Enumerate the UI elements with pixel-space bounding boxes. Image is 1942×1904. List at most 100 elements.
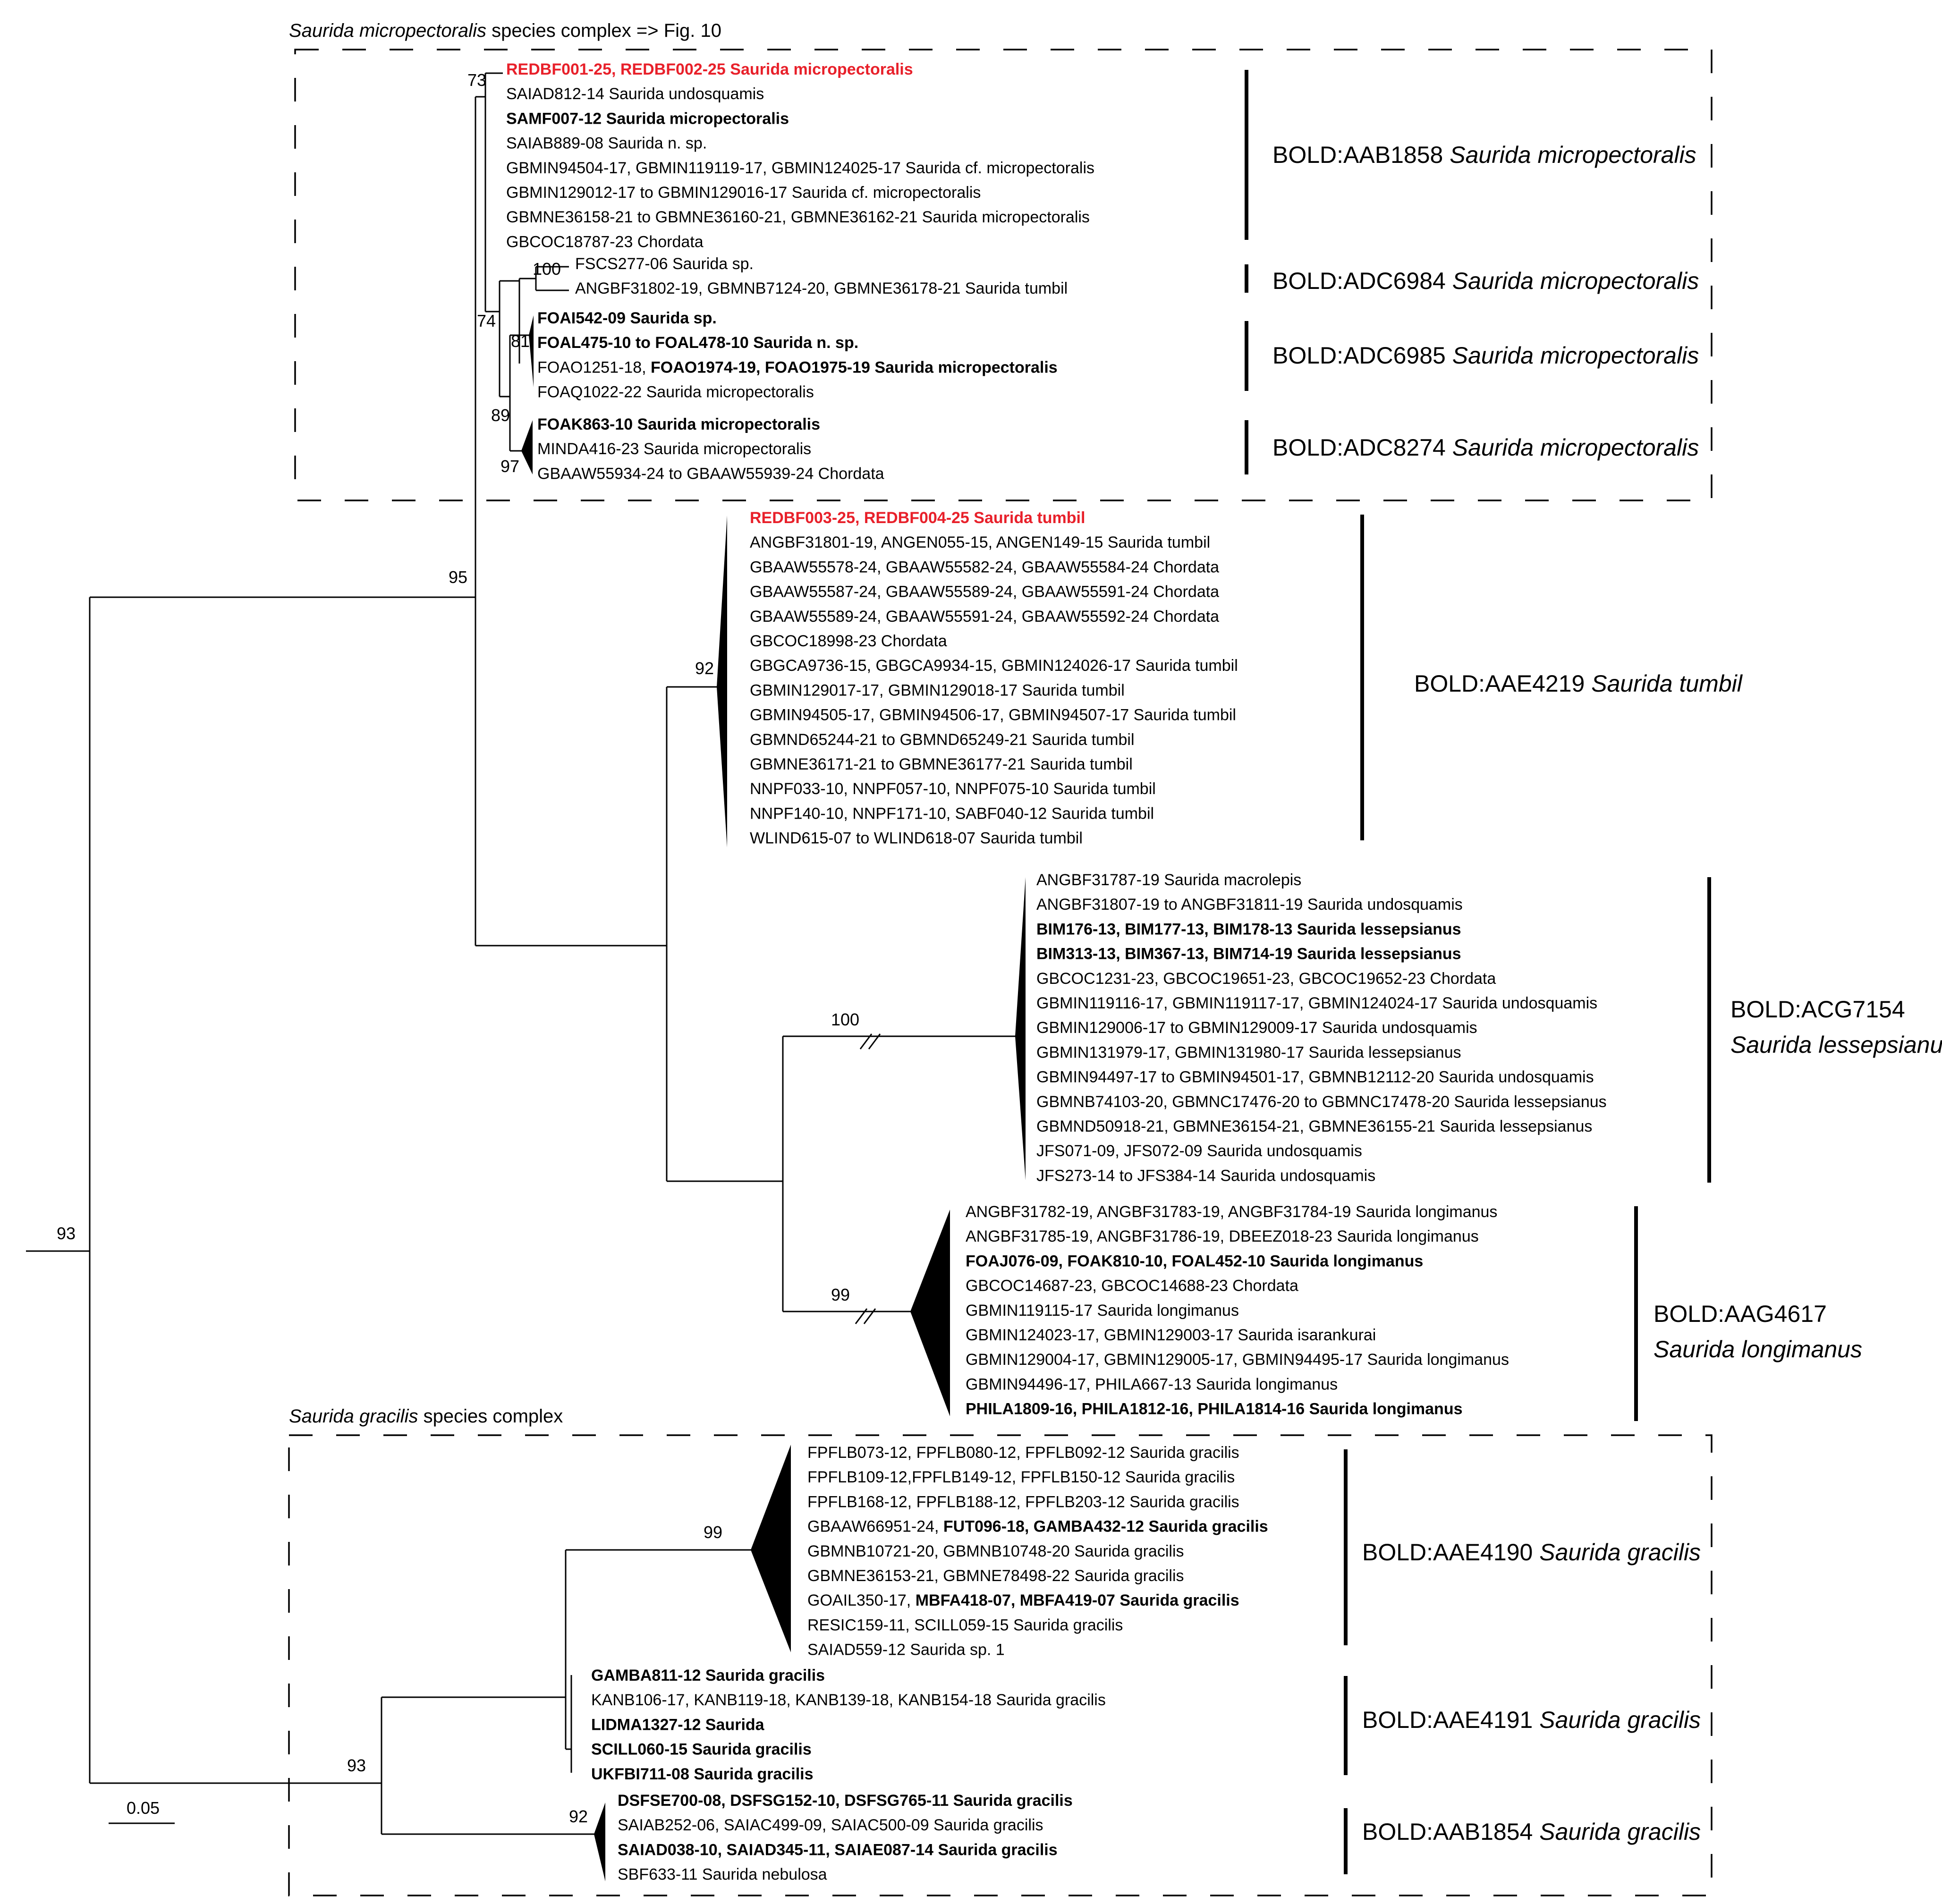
- bootstrap-value: 93: [347, 1756, 366, 1775]
- clade-triangle-adc8274: [521, 420, 533, 474]
- taxon-label-part: SAIAB889-08 Saurida n. sp.: [506, 135, 707, 152]
- taxon-label-part: GBMIN119115-17 Saurida longimanus: [966, 1302, 1239, 1320]
- taxon-label: BIM313-13, BIM367-13, BIM714-19 Saurida …: [1036, 945, 1461, 963]
- taxon-label-part: LIDMA1327-12 Saurida: [591, 1716, 765, 1734]
- taxon-label: SBF633-11 Saurida nebulosa: [618, 1866, 827, 1884]
- taxon-label-part: RESIC159-11, SCILL059-15 Saurida gracili…: [807, 1616, 1123, 1634]
- taxon-label: ANGBF31801-19, ANGEN055-15, ANGEN149-15 …: [750, 533, 1210, 551]
- taxon-label-part: GBMIN129004-17, GBMIN129005-17, GBMIN944…: [966, 1351, 1509, 1369]
- bin-label: BOLD:ADC6985 Saurida micropectoralis: [1272, 342, 1699, 369]
- break-mark-longimanus: [863, 1308, 876, 1324]
- bin-bars: [1245, 70, 1711, 1874]
- taxon-label: FPFLB073-12, FPFLB080-12, FPFLB092-12 Sa…: [807, 1444, 1239, 1462]
- taxon-label-part: GBMNB10721-20, GBMNB10748-20 Saurida gra…: [807, 1542, 1184, 1560]
- taxon-label-part: ANGBF31785-19, ANGBF31786-19, DBEEZ018-2…: [966, 1227, 1479, 1245]
- taxon-label: GBAAW55578-24, GBAAW55582-24, GBAAW55584…: [750, 558, 1219, 576]
- tree-branches: [26, 72, 1018, 1835]
- collapsed-clades: [521, 315, 1026, 1881]
- bootstrap-value: 73: [467, 70, 486, 90]
- taxon-label-part: KANB106-17, KANB119-18, KANB139-18, KANB…: [591, 1691, 1106, 1709]
- bootstrap-value: 99: [831, 1285, 850, 1304]
- taxon-label-part: GBCOC18998-23 Chordata: [750, 632, 947, 650]
- taxon-label-part: SAMF007-12 Saurida micropectoralis: [506, 110, 789, 127]
- taxon-label-part: ANGBF31802-19, GBMNB7124-20, GBMNE36178-…: [575, 279, 1068, 297]
- taxon-label-part: FOAJ076-09, FOAK810-10, FOAL452-10 Sauri…: [966, 1252, 1423, 1270]
- taxon-label-part: FSCS277-06 Saurida sp.: [575, 255, 754, 273]
- taxon-label: GBMIN129017-17, GBMIN129018-17 Saurida t…: [750, 681, 1125, 699]
- taxon-label: DSFSE700-08, DSFSG152-10, DSFSG765-11 Sa…: [618, 1792, 1073, 1810]
- long-branch-break-marks: [855, 1033, 881, 1324]
- taxon-label-part: GBGCA9736-15, GBGCA9934-15, GBMIN124026-…: [750, 657, 1238, 675]
- taxon-label-part: MINDA416-23 Saurida micropectoralis: [537, 440, 811, 458]
- clade-triangle-tumbil: [717, 516, 727, 847]
- bootstrap-value: 100: [831, 1010, 859, 1029]
- taxon-label-part: PHILA1809-16, PHILA1812-16, PHILA1814-16…: [966, 1400, 1463, 1418]
- gracilis-complex-frame: [288, 1434, 1713, 1896]
- scale-bar-label: 0.05: [127, 1798, 160, 1818]
- taxon-label: SAIAD812-14 Saurida undosquamis: [506, 85, 764, 103]
- taxon-label-part: ANGBF31782-19, ANGBF31783-19, ANGBF31784…: [966, 1203, 1497, 1221]
- taxon-label: GBMIN129006-17 to GBMIN129009-17 Saurida…: [1036, 1019, 1477, 1037]
- taxon-label: GBMIN94505-17, GBMIN94506-17, GBMIN94507…: [750, 706, 1236, 724]
- taxon-label: SAMF007-12 Saurida micropectoralis: [506, 110, 789, 127]
- taxon-label-part: GBAAW55934-24 to GBAAW55939-24 Chordata: [537, 465, 884, 482]
- taxon-label: GBMIN119115-17 Saurida longimanus: [966, 1302, 1239, 1320]
- taxon-label-part: FOAI542-09 Saurida sp.: [537, 309, 717, 327]
- taxon-label-part: GBMIN124023-17, GBMIN129003-17 Saurida i…: [966, 1326, 1376, 1344]
- taxon-label: GBCOC14687-23, GBCOC14688-23 Chordata: [966, 1277, 1298, 1295]
- taxon-labels: REDBF001-25, REDBF002-25 Saurida micrope…: [506, 60, 1607, 1884]
- taxon-label-part: GBCOC1231-23, GBCOC19651-23, GBCOC19652-…: [1036, 970, 1496, 988]
- taxon-label: GBCOC1231-23, GBCOC19651-23, GBCOC19652-…: [1036, 970, 1496, 988]
- taxon-label-part: GBMIN129006-17 to GBMIN129009-17 Saurida…: [1036, 1019, 1477, 1037]
- taxon-label: SAIAD559-12 Saurida sp. 1: [807, 1641, 1005, 1659]
- taxon-label: GOAIL350-17, MBFA418-07, MBFA419-07 Saur…: [807, 1591, 1239, 1609]
- taxon-label-part: GBMIN131979-17, GBMIN131980-17 Saurida l…: [1036, 1043, 1461, 1061]
- taxon-label: ANGBF31785-19, ANGBF31786-19, DBEEZ018-2…: [966, 1227, 1479, 1245]
- taxon-label-part: GBAAW55578-24, GBAAW55582-24, GBAAW55584…: [750, 558, 1219, 576]
- taxon-label: GBCOC18998-23 Chordata: [750, 632, 947, 650]
- bootstrap-value: 92: [695, 659, 714, 678]
- taxon-label: FPFLB168-12, FPFLB188-12, FPFLB203-12 Sa…: [807, 1493, 1239, 1511]
- taxon-label-part: GBMNE36153-21, GBMNE78498-22 Saurida gra…: [807, 1567, 1184, 1585]
- bootstrap-value: 97: [500, 457, 519, 476]
- taxon-label: FPFLB109-12,FPFLB149-12, FPFLB150-12 Sau…: [807, 1468, 1235, 1486]
- taxon-label-part: GBMNB74103-20, GBMNC17476-20 to GBMNC174…: [1036, 1093, 1607, 1111]
- taxon-label-part: GBMIN129012-17 to GBMIN129016-17 Saurida…: [506, 184, 981, 202]
- taxon-label-part: DSFSE700-08, DSFSG152-10, DSFSG765-11 Sa…: [618, 1792, 1073, 1810]
- taxon-label-part: JFS273-14 to JFS384-14 Saurida undosquam…: [1036, 1167, 1375, 1185]
- taxon-label-part: GBMNE36158-21 to GBMNE36160-21, GBMNE361…: [506, 208, 1090, 226]
- clade-triangle-adc6985: [529, 315, 534, 387]
- taxon-label: BIM176-13, BIM177-13, BIM178-13 Saurida …: [1036, 920, 1461, 938]
- taxon-label: JFS273-14 to JFS384-14 Saurida undosquam…: [1036, 1167, 1375, 1185]
- taxon-label: GBMNB74103-20, GBMNC17476-20 to GBMNC174…: [1036, 1093, 1607, 1111]
- taxon-label-part: SAIAD038-10, SAIAD345-11, SAIAE087-14 Sa…: [618, 1841, 1058, 1859]
- taxon-label: NNPF140-10, NNPF171-10, SABF040-12 Sauri…: [750, 804, 1154, 822]
- taxon-label: ANGBF31802-19, GBMNB7124-20, GBMNE36178-…: [575, 279, 1068, 297]
- taxon-label: GBAAW55934-24 to GBAAW55939-24 Chordata: [537, 465, 884, 482]
- micropectoralis-complex-frame: [294, 49, 1713, 501]
- taxon-label: GBMNE36158-21 to GBMNE36160-21, GBMNE361…: [506, 208, 1090, 226]
- taxon-label: RESIC159-11, SCILL059-15 Saurida gracili…: [807, 1616, 1123, 1634]
- taxon-label: GBMNE36171-21 to GBMNE36177-21 Saurida t…: [750, 755, 1133, 773]
- taxon-label-part: FOAO1251-18,: [537, 358, 651, 376]
- bin-label: BOLD:AAE4191 Saurida gracilis: [1362, 1707, 1701, 1733]
- taxon-label-part: GOAIL350-17,: [807, 1591, 916, 1609]
- taxon-label-part: GBMIN94504-17, GBMIN119119-17, GBMIN1240…: [506, 159, 1094, 177]
- taxon-label-part: GBMIN129017-17, GBMIN129018-17 Saurida t…: [750, 681, 1125, 699]
- taxon-label-part: MBFA418-07, MBFA419-07 Saurida gracilis: [916, 1591, 1239, 1609]
- bin-label-species: Saurida lessepsianus: [1730, 1032, 1942, 1058]
- taxon-label-part: GBMIN94497-17 to GBMIN94501-17, GBMNB121…: [1036, 1068, 1594, 1086]
- taxon-label: GBMNE36153-21, GBMNE78498-22 Saurida gra…: [807, 1567, 1184, 1585]
- clade-triangle-aab1854: [594, 1802, 605, 1881]
- taxon-label: ANGBF31782-19, ANGBF31783-19, ANGBF31784…: [966, 1203, 1497, 1221]
- break-mark-lessepsianus: [859, 1033, 873, 1049]
- taxon-label: FSCS277-06 Saurida sp.: [575, 255, 754, 273]
- taxon-label: FOAJ076-09, FOAK810-10, FOAL452-10 Sauri…: [966, 1252, 1423, 1270]
- bin-label: BOLD:AAE4219 Saurida tumbil: [1414, 670, 1743, 697]
- taxon-label: JFS071-09, JFS072-09 Saurida undosquamis: [1036, 1142, 1362, 1160]
- bin-label: BOLD:AAG4617: [1654, 1301, 1827, 1327]
- clade-triangle-aae4190: [751, 1445, 791, 1652]
- gracilis-complex-title: Saurida gracilis species complex: [289, 1406, 563, 1427]
- micropectoralis-complex-title: Saurida micropectoralis species complex …: [289, 20, 721, 41]
- bootstrap-value: 100: [533, 259, 561, 279]
